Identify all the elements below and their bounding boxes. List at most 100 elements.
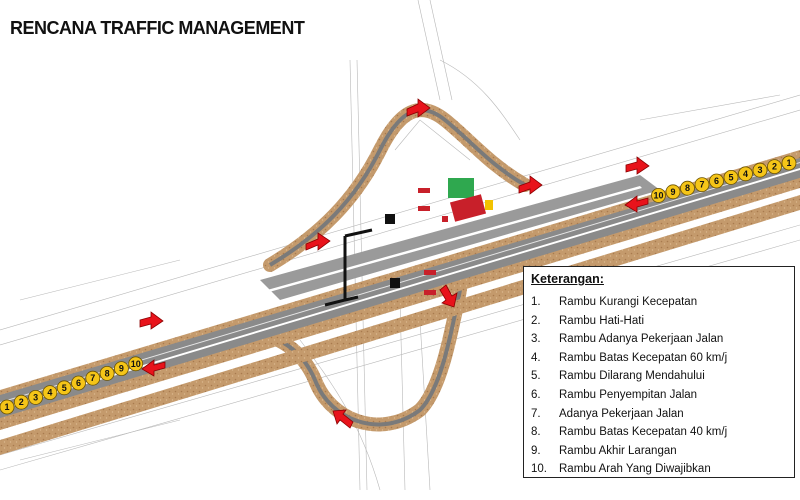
warning-sign-number: 7 [90, 373, 95, 383]
legend-item-label: Rambu Arah Yang Diwajibkan [559, 463, 711, 476]
red-marker-2 [418, 206, 430, 211]
legend-item: 7. Adanya Pekerjaan Jalan [531, 405, 727, 424]
legend-title: Keterangan: [531, 272, 604, 286]
bridge-outline [324, 228, 373, 307]
warning-sign [738, 166, 753, 182]
toll-structures [385, 178, 493, 295]
warning-sign [114, 361, 129, 377]
red-marker-4 [424, 290, 436, 295]
red-marker-1 [418, 188, 430, 193]
warning-sign-number: 10 [653, 190, 663, 200]
legend-item: 6. Rambu Penyempitan Jalan [531, 386, 727, 405]
warning-sign [651, 187, 666, 203]
warning-sign-number: 8 [685, 183, 690, 193]
legend-list: 1. Rambu Kurangi Kecepatan 2. Rambu Hati-H… [531, 293, 727, 479]
arrow-main-right-lower [624, 195, 649, 213]
warning-sign-number: 5 [728, 172, 733, 182]
warning-sign [128, 356, 144, 372]
warning-sign-number: 7 [699, 180, 704, 190]
warning-sign [56, 380, 72, 396]
warning-sign [71, 375, 86, 391]
red-marker-5 [442, 216, 448, 222]
legend-item: 9.Rambu Akhir Larangan [531, 442, 727, 461]
red-marker-3 [424, 270, 436, 275]
legend-item: 2. Rambu Hati-Hati [531, 312, 727, 331]
legend-item-number: 1. [531, 296, 541, 308]
warning-sign-number: 9 [670, 187, 675, 197]
warning-sign [694, 177, 710, 193]
legend-item-label: Rambu Batas Kecepatan 40 km/j [559, 426, 728, 439]
legend-item: 1. Rambu Kurangi Kecepatan [531, 293, 727, 312]
legend-item-number: 4. [531, 351, 541, 364]
warning-sign-number: 3 [33, 392, 38, 402]
legend-item-label: Rambu Penyempitan Jalan [559, 388, 698, 401]
legend-item-number: 8. [531, 426, 541, 439]
north-loop-ramp [263, 103, 532, 272]
legend-item: 5. Rambu Dilarang Mendahului [531, 367, 727, 386]
arrow-east-ramp [518, 175, 543, 195]
legend-item-number: 5. [531, 370, 541, 383]
warning-sign [28, 389, 43, 405]
warning-sign-number: 4 [743, 169, 748, 179]
legend-item-number: 3. [531, 333, 541, 346]
south-loop-ramp [223, 283, 467, 432]
arrow-main-left-upper [139, 311, 164, 330]
legend-item-label: Rambu Dilarang Mendahului [559, 370, 705, 383]
legend-item-number: 6. [531, 388, 541, 401]
legend-item-label: Rambu Hati-Hati [559, 314, 644, 327]
warning-sign-number: 3 [757, 165, 762, 175]
legend-box: Keterangan: 1. Rambu Kurangi Kecepatan 2.… [523, 266, 795, 478]
warning-sign-number: 1 [4, 402, 9, 412]
arrow-south-ramp-bottom [332, 409, 354, 429]
legend-item: 10. Rambu Arah Yang Diwajibkan [531, 460, 727, 479]
main-road [0, 150, 800, 455]
legend-item: 4. Rambu Batas Kecepatan 60 km/j [531, 349, 727, 368]
arrow-north-ramp-top [406, 98, 431, 118]
warning-sign-number: 6 [76, 378, 81, 388]
warning-sign [781, 155, 797, 171]
warning-sign [665, 184, 681, 200]
traffic-arrows [139, 98, 650, 429]
warning-sign [752, 162, 768, 178]
overpass-road [260, 175, 660, 300]
warning-sign [85, 370, 101, 386]
arrow-ramp-left-upper [305, 232, 331, 251]
warning-sign [42, 385, 58, 401]
warning-sign-number: 9 [119, 364, 124, 374]
legend-item-number: 7. [531, 407, 541, 420]
warning-sign [680, 180, 695, 196]
warning-sign [0, 399, 15, 415]
warning-sign-number: 8 [105, 368, 110, 378]
warning-sign [723, 169, 739, 185]
page-title: RENCANA TRAFFIC MANAGEMENT [10, 18, 305, 38]
warning-sign-number: 4 [47, 388, 52, 398]
block-black-1 [385, 214, 395, 224]
warning-sign-number: 1 [786, 158, 791, 168]
legend-item: 8. Rambu Batas Kecepatan 40 km/j [531, 423, 727, 442]
arrow-main-right-upper [625, 156, 650, 175]
yellow-building [485, 200, 493, 210]
legend-item-label: Rambu Kurangi Kecepatan [559, 296, 698, 308]
warning-sign [99, 365, 115, 381]
warning-sign-number: 10 [131, 359, 141, 369]
arrow-south-ramp-right [439, 284, 458, 308]
warning-sign-number: 2 [772, 162, 777, 172]
block-black-2 [390, 278, 400, 288]
warning-sign-number: 6 [714, 176, 719, 186]
warning-sign [767, 159, 782, 175]
arrow-main-left-lower [141, 359, 166, 377]
legend-item-number: 10. [531, 463, 547, 476]
warning-sign-number: 5 [62, 383, 67, 393]
legend-item-label: Rambu Adanya Pekerjaan Jalan [559, 333, 724, 346]
red-building [449, 194, 487, 222]
legend-item-label: Adanya Pekerjaan Jalan [559, 407, 684, 420]
legend-item-label: Rambu Batas Kecepatan 60 km/j [559, 351, 728, 364]
green-building [448, 178, 474, 198]
legend-item-number: 2. [531, 314, 541, 327]
legend-item: 3. Rambu Adanya Pekerjaan Jalan [531, 330, 727, 349]
warning-sign-number: 2 [19, 397, 24, 407]
legend-item-number: 9. [531, 444, 541, 457]
